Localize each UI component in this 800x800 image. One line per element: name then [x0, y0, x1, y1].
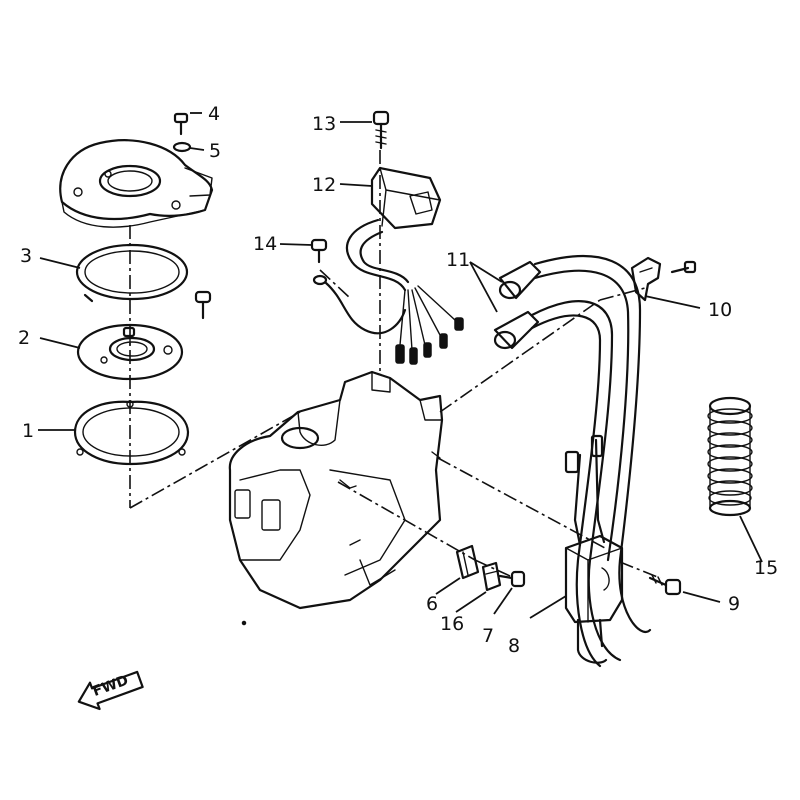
part-13-bolt — [372, 110, 390, 150]
alignment-lines — [129, 150, 661, 579]
callout-9: 9 — [728, 593, 740, 615]
part-12-switch-box — [370, 166, 442, 230]
small-bolt — [194, 290, 212, 320]
callout-numbers: 1 2 3 4 5 6 7 8 9 10 11 12 13 14 15 16 — [18, 103, 778, 657]
callout-8: 8 — [508, 635, 520, 657]
callout-2: 2 — [18, 327, 30, 349]
wiring-harness — [346, 218, 464, 365]
part-5-washer — [172, 141, 192, 153]
magneto-base-plate — [59, 139, 214, 228]
callout-12: 12 — [312, 174, 336, 196]
callout-10: 10 — [708, 299, 732, 321]
part-7-bolt — [498, 570, 526, 588]
high-tension-leads — [530, 255, 652, 668]
callout-1: 1 — [22, 420, 34, 442]
callout-4: 4 — [208, 103, 220, 125]
part-1-gasket — [73, 400, 190, 466]
part-10-clamp — [630, 256, 697, 302]
part-16-pad — [481, 561, 502, 592]
speck — [241, 620, 247, 626]
fwd-arrow-label: FWD — [91, 672, 131, 700]
callout-3: 3 — [20, 245, 32, 267]
part-8-ignition-coil — [564, 434, 624, 664]
part-9-bolt — [648, 574, 682, 596]
callout-7: 7 — [482, 625, 494, 647]
callout-13: 13 — [312, 113, 336, 135]
part-6-bracket — [455, 544, 480, 580]
part-3-ring — [75, 243, 189, 303]
leader-lines — [38, 112, 763, 619]
callout-16: 16 — [440, 613, 464, 635]
part-2-plate — [76, 323, 184, 381]
part-11-plug-caps — [493, 260, 542, 350]
callout-14: 14 — [253, 233, 277, 255]
callout-5: 5 — [209, 140, 221, 162]
callout-11: 11 — [446, 249, 470, 271]
part-15-boot — [707, 396, 753, 517]
fwd-arrow-icon — [77, 670, 144, 711]
callout-6: 6 — [426, 593, 438, 615]
part-14-ground-screw — [310, 238, 407, 335]
callout-15: 15 — [754, 557, 778, 579]
part-4-bolt — [173, 112, 189, 136]
cylinder-block — [228, 370, 444, 610]
